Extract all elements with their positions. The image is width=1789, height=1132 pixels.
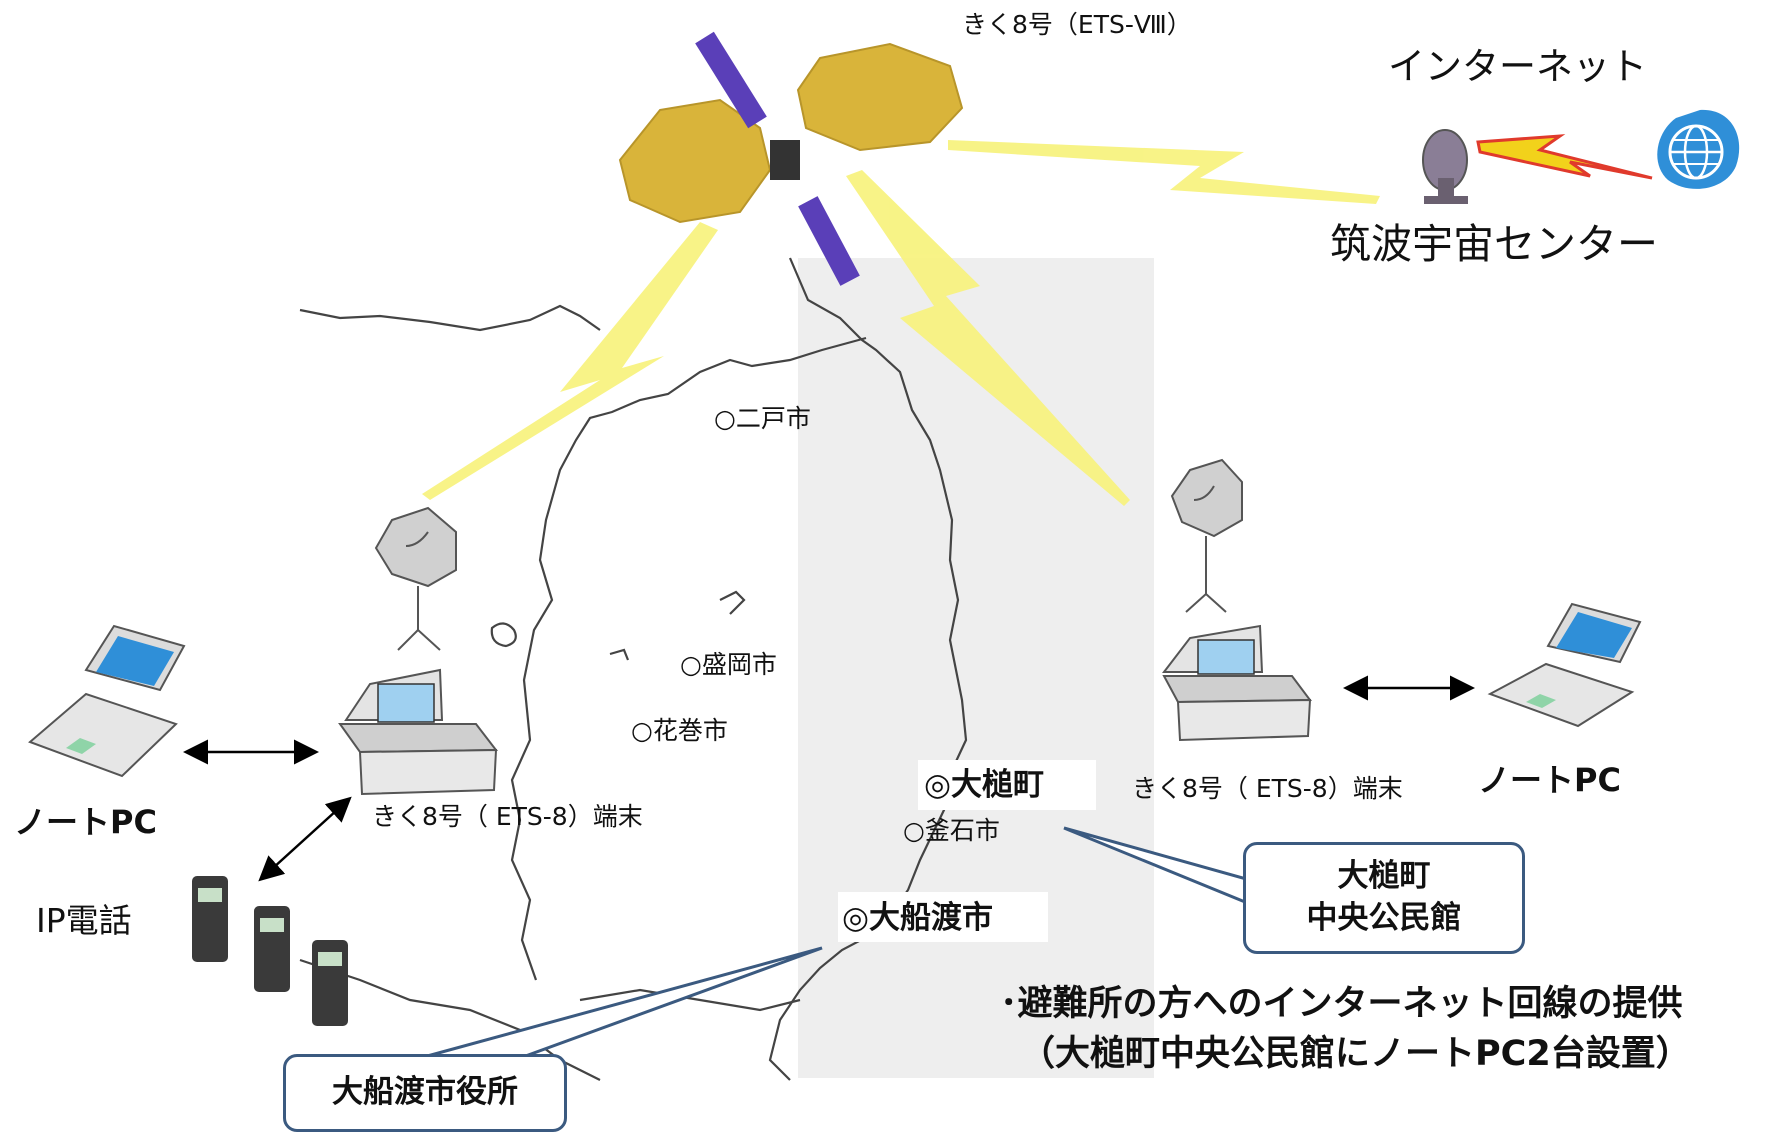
otsuchi-label-bg — [918, 760, 1096, 810]
antenna-bar-top — [695, 31, 767, 129]
city-kamaishi: ○釜石市 — [903, 816, 1000, 845]
city-ofunato: ◎大船渡市 — [842, 900, 994, 936]
city-ninohe: ○二戸市 — [714, 404, 811, 433]
south-border-2 — [579, 988, 801, 1012]
notepc-left-label: ノートPC — [14, 803, 157, 841]
satellite-beams — [422, 140, 1380, 506]
city-otsuchi: ◎大槌町 — [924, 767, 1045, 803]
beam-left — [422, 222, 718, 500]
arrow-phones — [258, 796, 352, 882]
iwate-map — [299, 257, 968, 1081]
ip-phone-label: IP電話 — [36, 901, 132, 940]
antenna-right-icon — [1170, 458, 1243, 613]
ip-phone-icons — [192, 876, 348, 1026]
west-border — [299, 304, 601, 332]
laptop-left-icon — [28, 624, 186, 778]
lightning-internet — [1476, 134, 1653, 180]
terminal-left-label: きく8号（ ETS-8）端末 — [372, 802, 643, 831]
callout-ofunato: 大船渡市役所 — [283, 1054, 567, 1132]
callout-ofunato-text: 大船渡市役所 — [332, 1074, 518, 1111]
river-fragment — [719, 590, 746, 615]
terminal-left-device — [338, 668, 499, 796]
antenna-left-icon — [374, 506, 457, 651]
leader-ofunato — [419, 946, 823, 1060]
river-fragment-2 — [609, 648, 630, 661]
laptop-right-icon — [1487, 602, 1642, 728]
inland-border — [510, 336, 867, 981]
satellite — [618, 31, 964, 286]
city-morioka: ○盛岡市 — [680, 650, 777, 679]
callout-otsuchi-line2: 中央公民館 — [1306, 900, 1462, 936]
beam-right — [846, 170, 1130, 506]
satellite-name: きく8号（ETS-Ⅷ） — [962, 10, 1192, 39]
globe-icon — [1657, 109, 1740, 189]
note-detail: （大槌町中央公民館にノートPC2台設置） — [1020, 1034, 1691, 1074]
internet-label: インターネット — [1388, 45, 1647, 88]
terminal-right-device — [1161, 624, 1312, 742]
prefecture-border — [768, 257, 968, 1081]
notepc-right-label: ノートPC — [1478, 761, 1621, 799]
callout-otsuchi-line1: 大槌町 — [1337, 858, 1431, 895]
terminal-right-label: きく8号（ ETS-8）端末 — [1132, 774, 1403, 803]
beam-ground — [948, 140, 1380, 204]
callout-otsuchi: 大槌町 中央公民館 — [1243, 842, 1525, 954]
satellite-body — [770, 140, 800, 180]
ofunato-label-bg — [838, 892, 1048, 942]
ground-station-dish — [1422, 129, 1468, 204]
solar-panel-left — [618, 98, 772, 224]
ground-station-label: 筑波宇宙センター — [1330, 220, 1658, 268]
solar-panel-right — [796, 42, 964, 152]
lake-shape — [490, 622, 517, 648]
antenna-bar-bottom — [798, 196, 860, 286]
note-bullet: ･避難所の方へのインターネット回線の提供 — [1000, 984, 1683, 1024]
city-hanamaki: ○花巻市 — [631, 716, 728, 745]
